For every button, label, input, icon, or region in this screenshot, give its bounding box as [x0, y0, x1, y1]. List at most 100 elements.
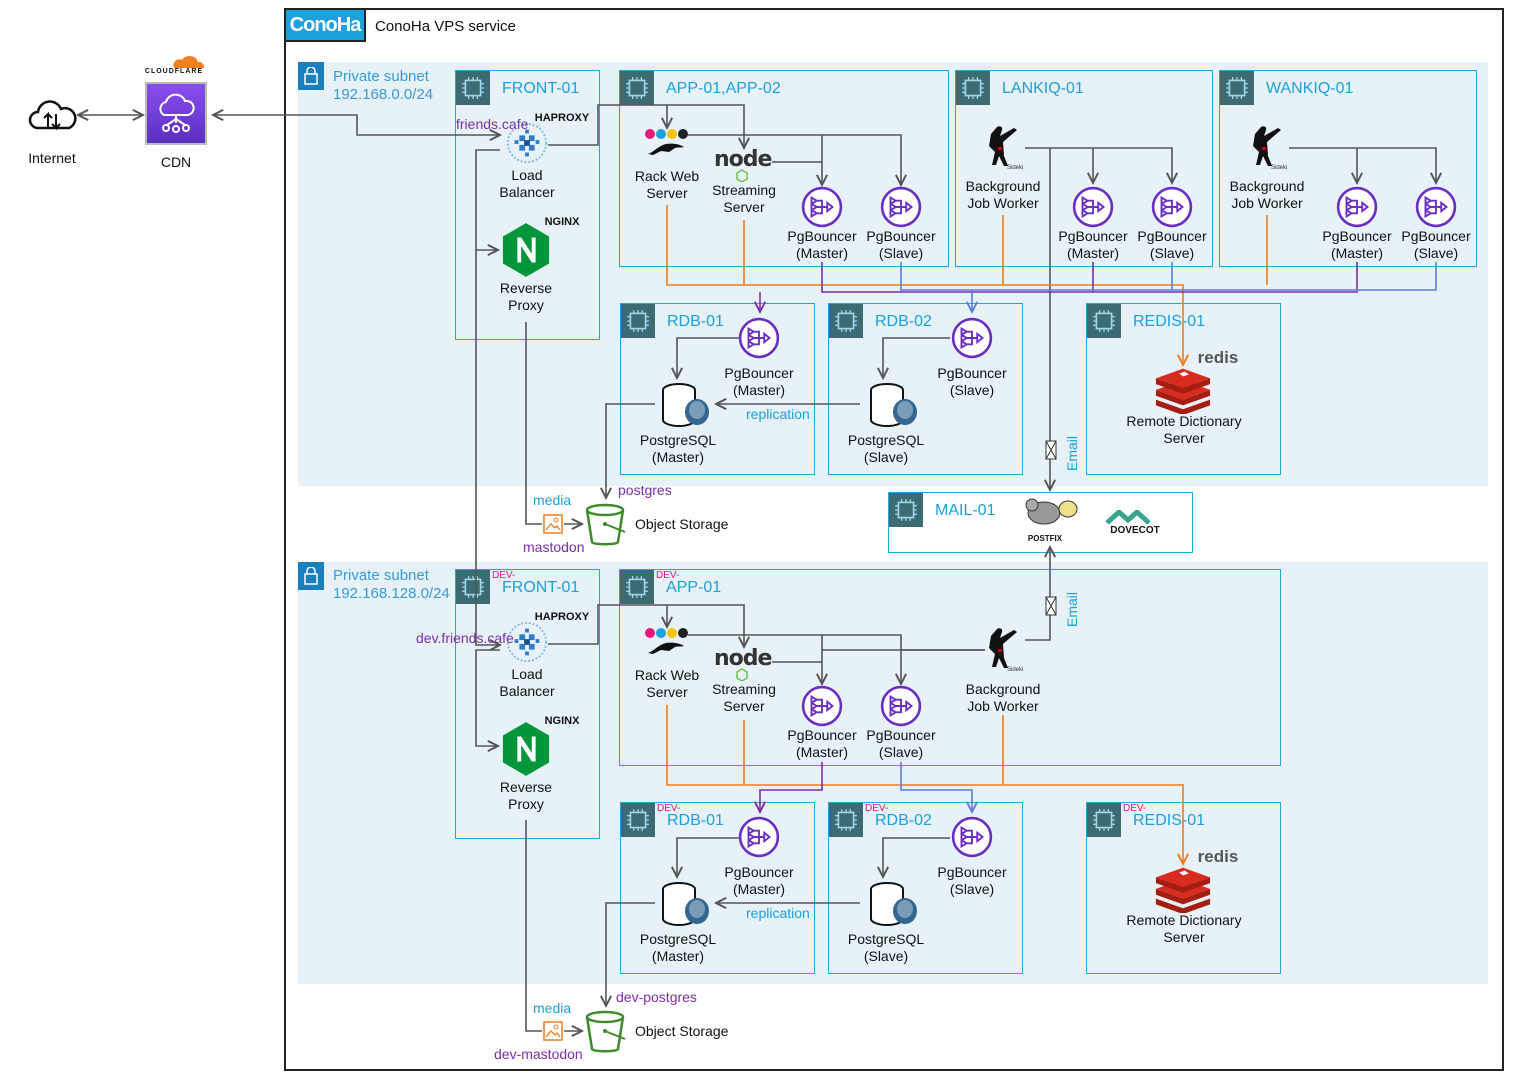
postgresql-slave-label: PostgreSQL (Slave)	[847, 931, 925, 964]
rdb-02-box	[828, 303, 1023, 475]
dovecot-logo-icon	[1105, 510, 1151, 524]
wankiq-01-box	[1219, 70, 1477, 267]
postgresql-icon	[661, 382, 711, 428]
internet-label: Internet	[28, 150, 76, 166]
pgbouncer-slave-label: PgBouncer (Slave)	[1401, 228, 1471, 261]
server-chip-icon	[889, 493, 923, 527]
dev-app-01-box	[619, 569, 1281, 766]
load-balancer-label: Load Balancer	[499, 666, 555, 699]
pgbouncer-master-label: PgBouncer (Master)	[1058, 228, 1128, 261]
front-01-box	[455, 70, 600, 340]
connector-line	[525, 322, 542, 525]
pgbouncer-icon	[801, 186, 843, 228]
pgbouncer-master-label: PgBouncer (Master)	[787, 228, 857, 261]
background-job-worker-label: Background Job Worker	[965, 681, 1041, 714]
server-chip-icon	[1087, 304, 1121, 338]
background-job-worker-label: Background Job Worker	[1229, 178, 1305, 211]
cloudflare-cloud-icon	[173, 55, 205, 68]
image-icon	[543, 1021, 563, 1041]
nginx-brand: NGINX	[544, 216, 580, 228]
pgbouncer-slave-label: PgBouncer (Slave)	[866, 727, 936, 760]
app-box	[619, 70, 949, 267]
server-chip-icon	[456, 71, 490, 105]
pgbouncer-icon	[1151, 186, 1193, 228]
server-title: RDB-01	[667, 313, 724, 330]
redis-icon	[1154, 362, 1212, 414]
connector-line	[548, 104, 744, 148]
server-chip-icon	[621, 803, 655, 837]
server-chip-icon	[456, 570, 490, 604]
background-job-worker-label: Background Job Worker	[965, 178, 1041, 211]
pgbouncer-icon	[1336, 186, 1378, 228]
haproxy-brand: HAPROXY	[534, 611, 590, 623]
pgbouncer-master-label: PgBouncer (Master)	[1322, 228, 1392, 261]
pgbouncer-icon	[801, 685, 843, 727]
postgresql-slave-label: PostgreSQL (Slave)	[847, 432, 925, 465]
connector-line	[677, 837, 740, 877]
nginx-brand: NGINX	[544, 715, 580, 727]
conoha-logo: ConoHa	[286, 10, 366, 42]
server-chip-icon	[1220, 71, 1254, 105]
connector-line	[900, 762, 972, 812]
pgbouncer-slave-label: PgBouncer (Slave)	[866, 228, 936, 261]
connector-line	[475, 149, 500, 250]
dev-prefix: DEV-	[657, 803, 681, 814]
haproxy-brand: HAPROXY	[534, 112, 590, 124]
dev-prefix: DEV-	[656, 570, 680, 581]
server-title: APP-01	[666, 579, 722, 596]
prod-subnet-label: Private subnet 192.168.0.0/24	[333, 68, 434, 103]
email-label: Email	[1064, 592, 1080, 628]
pgbouncer-icon	[738, 317, 780, 359]
connector-line	[883, 337, 950, 378]
redis-brand: redis	[1197, 847, 1239, 866]
connector-line	[475, 250, 500, 645]
pgbouncer-icon	[880, 685, 922, 727]
postgresql-master-label: PostgreSQL (Master)	[639, 432, 717, 465]
pgbouncer-slave-label: PgBouncer (Slave)	[937, 365, 1007, 398]
server-title: WANKIQ-01	[1266, 80, 1354, 97]
server-title: MAIL-01	[935, 502, 996, 519]
rack-web-server-label: Rack Web Server	[634, 667, 700, 700]
server-chip-icon	[621, 304, 655, 338]
pgbouncer-icon	[951, 317, 993, 359]
replication-label: replication	[746, 406, 810, 422]
mastodon-label: dev-mastodon	[494, 1046, 583, 1062]
object-storage-bucket-icon	[583, 502, 627, 546]
connector-line	[688, 634, 901, 684]
pgbouncer-slave-label: PgBouncer (Slave)	[937, 864, 1007, 897]
connector-line	[760, 762, 823, 812]
sidekiq-icon	[1247, 123, 1287, 173]
lock-icon	[298, 562, 324, 590]
nginx-icon	[501, 720, 551, 778]
pgbouncer-icon	[951, 816, 993, 858]
connector-line	[666, 705, 1183, 864]
postgresql-icon	[661, 881, 711, 927]
connector-line	[688, 134, 901, 185]
pgbouncer-master-label: PgBouncer (Master)	[724, 864, 794, 897]
dovecot-brand: DOVECOT	[1110, 525, 1160, 536]
cloudflare-brand: CLOUDFLARE	[144, 68, 204, 75]
postfix-brand: POSTFIX	[1027, 534, 1063, 543]
connector-line	[1025, 547, 1050, 641]
lankiq-01-box	[955, 70, 1213, 267]
vps-frame	[284, 8, 1504, 1071]
server-chip-icon	[829, 803, 863, 837]
nginx-icon	[501, 221, 551, 279]
pgbouncer-icon	[1415, 186, 1457, 228]
reverse-proxy-label: Reverse Proxy	[499, 779, 553, 812]
pgbouncer-master-label: PgBouncer (Master)	[787, 727, 857, 760]
server-chip-icon	[829, 304, 863, 338]
mastodon-label: mastodon	[523, 539, 585, 555]
server-title: RDB-02	[875, 313, 932, 330]
connector-line	[213, 115, 500, 135]
remote-dictionary-server-label: Remote Dictionary Server	[1126, 413, 1242, 446]
server-title: FRONT-01	[502, 579, 580, 596]
replication-label: replication	[746, 905, 810, 921]
media-label: media	[533, 492, 572, 508]
nodejs-icon	[714, 647, 774, 681]
object-storage-bucket-icon	[583, 1009, 627, 1053]
connector-line	[606, 902, 655, 1006]
remote-dictionary-server-label: Remote Dictionary Server	[1126, 912, 1242, 945]
bucket-name-label: dev-postgres	[616, 989, 697, 1005]
pgbouncer-slave-label: PgBouncer (Slave)	[1137, 228, 1207, 261]
